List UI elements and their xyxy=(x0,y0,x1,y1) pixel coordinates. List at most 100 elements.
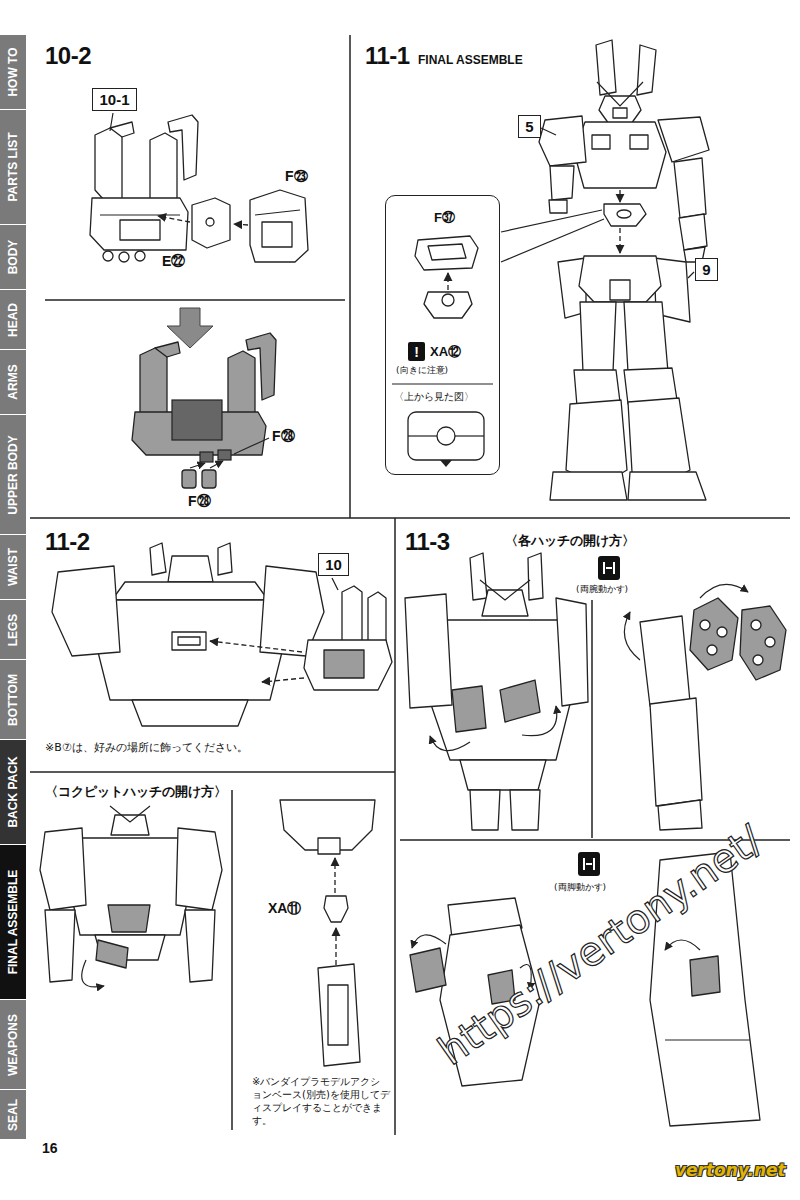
hatch-opening-illustration xyxy=(470,553,487,600)
hatch-opening-illustration xyxy=(700,620,710,630)
backpack-attach-illustration xyxy=(52,543,392,726)
nav-tab: BODY xyxy=(0,225,26,289)
panel-divider xyxy=(349,35,351,518)
tab-label: BACK PACK xyxy=(6,756,20,827)
tab-label: UPPER BODY xyxy=(6,435,20,514)
panel-divider xyxy=(591,600,593,838)
backpack-parts-illustration xyxy=(210,461,223,468)
warning-mark: ! xyxy=(414,344,419,360)
backpack-parts-illustration xyxy=(168,115,198,180)
section-title: 〈コクピットハッチの開け方〉 xyxy=(45,783,227,801)
backpack-parts-illustration xyxy=(182,470,196,488)
nav-tab: PARTS LIST xyxy=(0,110,26,224)
cockpit-hatch-illustration xyxy=(324,896,348,922)
cockpit-hatch-illustration xyxy=(318,964,360,1066)
backpack-attach-illustration xyxy=(210,641,302,652)
cockpit-hatch-illustration xyxy=(111,815,149,835)
tab-label: SEAL xyxy=(6,1098,20,1130)
robot-final-assembly-illustration xyxy=(674,158,706,218)
robot-final-assembly-illustration xyxy=(679,214,707,250)
hatch-opening-illustration xyxy=(665,940,700,950)
hatch-opening-illustration xyxy=(658,800,702,830)
robot-final-assembly-illustration xyxy=(617,210,631,218)
hatch-opening-illustration xyxy=(452,686,486,732)
hatch-opening-illustration xyxy=(556,598,588,706)
callout-box: 9 xyxy=(695,258,718,281)
hatch-opening-illustration xyxy=(751,620,761,630)
cockpit-hatch-illustration xyxy=(110,806,150,822)
backpack-parts-illustration xyxy=(234,438,269,454)
robot-final-assembly-illustration xyxy=(580,302,616,372)
hatch-opening-illustration xyxy=(528,553,543,600)
icon-caption: (両脚動かす) xyxy=(554,881,606,894)
part-number: XA⑫ xyxy=(430,343,461,361)
hatch-opening-illustration xyxy=(690,598,738,670)
hatch-opening-illustration xyxy=(690,956,720,996)
cockpit-hatch-illustration xyxy=(108,905,150,932)
robot-final-assembly-illustration xyxy=(619,228,620,253)
backpack-parts-illustration xyxy=(135,251,145,261)
backpack-parts-illustration xyxy=(100,214,180,215)
hatch-opening-illustration xyxy=(604,562,614,574)
hatch-opening-illustration xyxy=(717,627,727,637)
callout-number: 9 xyxy=(702,261,710,278)
backpack-parts-illustration xyxy=(246,333,276,400)
robot-final-assembly-illustration xyxy=(599,96,641,124)
hatch-opening-illustration xyxy=(650,698,702,806)
cockpit-hatch-illustration xyxy=(328,985,348,1045)
robot-final-assembly-illustration xyxy=(437,427,455,445)
backpack-parts-illustration xyxy=(110,122,134,137)
nav-tab: UPPER BODY xyxy=(0,415,26,534)
panel-divider xyxy=(45,299,345,301)
cockpit-hatch-illustration xyxy=(176,828,222,910)
part-number: F㉓ xyxy=(285,168,308,184)
cockpit-hatch-illustration xyxy=(68,838,192,935)
robot-final-assembly-illustration xyxy=(440,460,452,467)
backpack-attach-illustration xyxy=(342,586,362,642)
caution-note: (向きに注意) xyxy=(396,364,448,377)
panel-divider xyxy=(231,790,233,1130)
part-number: F㉘ xyxy=(272,428,295,444)
tab-label: ARMS xyxy=(6,364,20,399)
robot-final-assembly-illustration xyxy=(539,116,586,166)
backpack-parts-illustration xyxy=(103,251,113,261)
backpack-parts-illustration xyxy=(234,224,248,225)
nav-tab: WEAPONS xyxy=(0,1000,26,1089)
step-panel: 10-110-2 xyxy=(30,35,350,518)
cockpit-hatch-illustration xyxy=(335,928,336,965)
backpack-parts-illustration xyxy=(172,400,222,440)
hatch-opening-illustration xyxy=(640,616,690,706)
panel-divider xyxy=(30,771,395,773)
hatch-opening-illustration xyxy=(522,706,557,736)
backpack-attach-illustration xyxy=(324,650,364,678)
robot-final-assembly-illustration xyxy=(579,256,661,302)
section-title: FINAL ASSEMBLE xyxy=(418,53,523,67)
panel-divider xyxy=(30,517,790,519)
backpack-parts-illustration xyxy=(255,210,300,215)
robot-final-assembly-illustration xyxy=(541,128,556,135)
robot-final-assembly-illustration xyxy=(415,236,478,270)
nav-tab: SEAL xyxy=(0,1090,26,1139)
backpack-parts-illustration xyxy=(200,452,213,462)
step-number: 11-1 xyxy=(365,42,410,70)
nav-tab: FINAL ASSEMBLE xyxy=(0,845,26,999)
nav-tab: BOTTOM xyxy=(0,660,26,739)
cockpit-hatch-illustration xyxy=(334,858,335,893)
backpack-parts-illustration xyxy=(95,128,122,200)
cockpit-hatch-illustration xyxy=(96,940,128,968)
hatch-opening-illustration xyxy=(405,594,452,708)
hatch-opening-illustration xyxy=(578,852,600,876)
warning-icon: ! xyxy=(408,342,425,361)
robot-final-assembly-illustration xyxy=(424,292,472,318)
tab-label: PARTS LIST xyxy=(6,132,20,201)
inset-box: !F㊲XA⑫(向きに注意)〈上から見た図〉 xyxy=(385,195,500,475)
backpack-parts-illustration xyxy=(90,113,308,488)
robot-final-assembly-illustration xyxy=(549,200,567,213)
robot-final-assembly-illustration xyxy=(442,294,454,306)
part-number: F㉘ xyxy=(188,493,211,509)
hatch-opening-illustration xyxy=(584,858,594,870)
robot-final-assembly-illustration xyxy=(628,472,706,500)
tab-label: WAIST xyxy=(6,548,20,586)
part-number: F㊲ xyxy=(434,210,455,225)
backpack-parts-illustration xyxy=(120,220,160,240)
